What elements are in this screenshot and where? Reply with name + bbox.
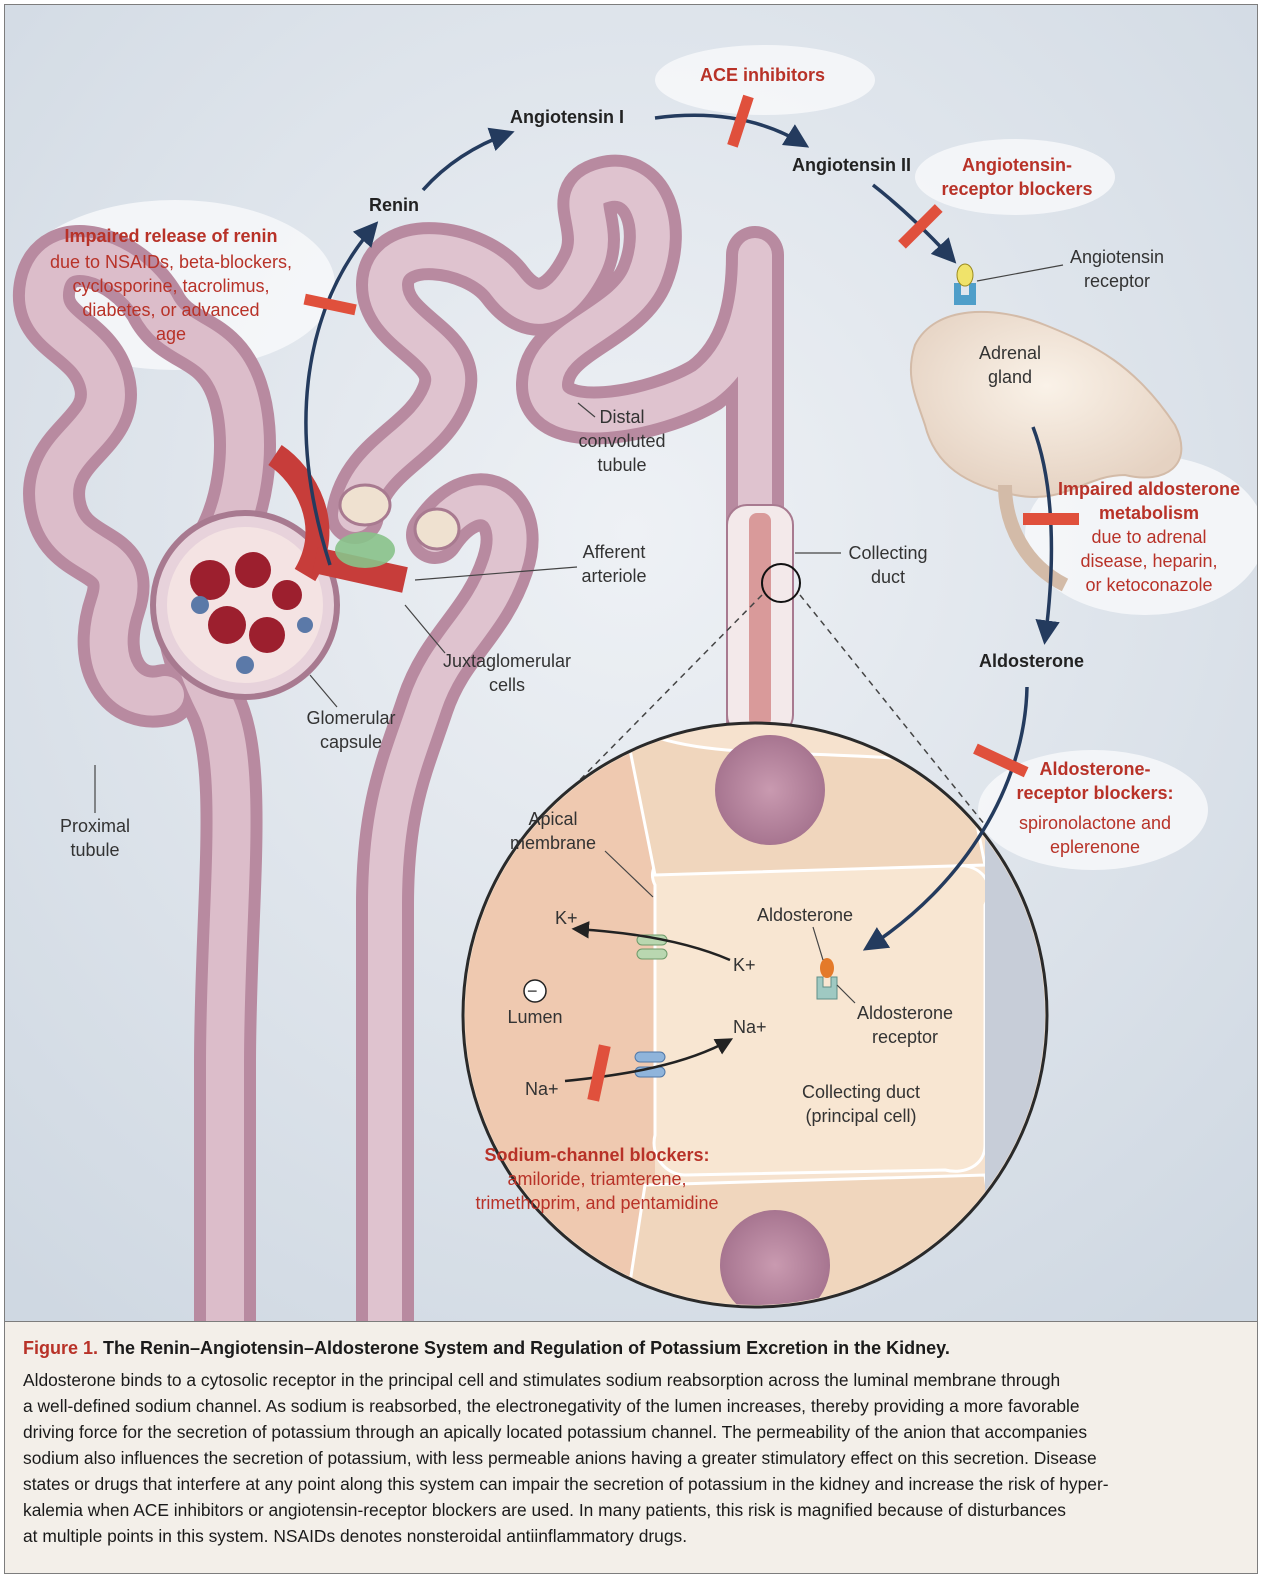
block-bar-ace (727, 94, 754, 148)
k-cell-label: K+ (733, 955, 756, 975)
sodium-channel-title: Sodium-channel blockers: (484, 1145, 709, 1165)
collecting-duct-label-2: duct (871, 567, 905, 587)
na-lumen-label: Na+ (525, 1079, 559, 1099)
arrow-k-secretion (571, 921, 731, 962)
na-cell-label: Na+ (733, 1017, 767, 1037)
proximal-tubule-label-1: Proximal (60, 816, 130, 836)
aldo-receptor-title-2: receptor blockers: (1016, 783, 1173, 803)
caption-line: sodium also influences the secretion of … (23, 1448, 1097, 1468)
caption-line: Aldosterone binds to a cytosolic recepto… (23, 1370, 1061, 1390)
cloud-ace (655, 45, 875, 115)
aldo-receptor-title-1: Aldosterone- (1039, 759, 1150, 779)
block-bar-aldo-receptor (973, 743, 1029, 778)
renin-release-detail-2: cyclosporine, tacrolimus, (72, 276, 269, 296)
juxtaglomerular-label-2: cells (489, 675, 525, 695)
principal-cell-label-2: (principal cell) (805, 1106, 916, 1126)
glomerular-capsule-label-1: Glomerular (306, 708, 395, 728)
renin-release-title: Impaired release of renin (64, 226, 277, 246)
angiotensin-2-label: Angiotensin II (792, 155, 911, 175)
illustration-panel: Angiotensin I Angiotensin II Renin Aldos… (4, 4, 1258, 1322)
juxtaglomerular-label-1: Juxtaglomerular (443, 651, 571, 671)
caption-line: at multiple points in this system. NSAID… (23, 1526, 688, 1546)
adrenal-gland-label-1: Adrenal (979, 343, 1041, 363)
zoom-line-left (564, 594, 763, 796)
glomerular-capsule-label-2: capsule (320, 732, 382, 752)
cloud-aldo-receptor (978, 750, 1208, 870)
adrenal-gland-label-2: gland (988, 367, 1032, 387)
arrow-na-reabsorption (564, 1038, 734, 1083)
caption-line: driving force for the secretion of potas… (23, 1422, 1088, 1442)
aldo-metabolism-detail-2: disease, heparin, (1080, 551, 1217, 571)
arrow-to-cell (862, 686, 1029, 951)
distal-tubule-label-3: tubule (597, 455, 646, 475)
sodium-channel-detail-2: trimethoprim, and pentamidine (475, 1193, 718, 1213)
renin-release-detail-3: diabetes, or advanced (82, 300, 259, 320)
caption-figure-label: Figure 1. (23, 1338, 99, 1358)
arb-label-line-2: receptor blockers (941, 179, 1092, 199)
sodium-channel-detail-1: amiloride, triamterene, (507, 1169, 686, 1189)
zoom-line-right (799, 594, 986, 826)
renin-label: Renin (369, 195, 419, 215)
collecting-duct-shape (726, 504, 801, 736)
arrow-renin-cycle (304, 221, 379, 566)
aldo-receptor-label-2: receptor (872, 1027, 938, 1047)
leader-lines (94, 264, 1064, 1004)
proximal-tubule-label-2: tubule (70, 840, 119, 860)
principal-cell-label-1: Collecting duct (802, 1082, 920, 1102)
nucleus-bottom (720, 1210, 830, 1305)
aldo-receptor-detail-1: spironolactone and (1019, 813, 1171, 833)
nucleus-top (715, 735, 825, 845)
arb-label-line-1: Angiotensin- (962, 155, 1072, 175)
cloud-aldo-metab (1025, 455, 1257, 615)
arrow-to-angiotensin-1 (421, 127, 515, 192)
caption-line: a well-defined sodium channel. As sodium… (23, 1396, 1080, 1416)
block-bars (303, 94, 1079, 1102)
apical-membrane-label-2: membrane (510, 833, 596, 853)
distal-tubule-label-1: Distal (599, 407, 644, 427)
aldosterone-receptor-shape (816, 958, 838, 1000)
aldo-metabolism-detail-1: due to adrenal (1091, 527, 1206, 547)
afferent-arteriole-label-1: Afferent (583, 542, 646, 562)
angiotensin-receptor-label-2: receptor (1084, 271, 1150, 291)
aldo-metabolism-title-1: Impaired aldosterone (1058, 479, 1240, 499)
zoom-cell-view (461, 721, 1049, 1309)
ace-inhibitors-label: ACE inhibitors (700, 65, 825, 85)
collecting-duct-label-1: Collecting (848, 543, 927, 563)
lumen-label: Lumen (507, 1007, 562, 1027)
aldo-receptor-label-1: Aldosterone (857, 1003, 953, 1023)
lumen-charge-sign: − (527, 981, 538, 1001)
block-bar-sodium (587, 1044, 611, 1102)
caption-title: The Renin–Angiotensin–Aldosterone System… (103, 1338, 950, 1358)
arrow-to-receptor (871, 183, 957, 264)
lumen-charge-circle (523, 979, 547, 1003)
arrow-to-aldosterone (1031, 426, 1060, 645)
cell-aldosterone-label: Aldosterone (757, 905, 853, 925)
figure-caption: Figure 1. The Renin–Angiotensin–Aldoster… (4, 1322, 1258, 1574)
caption-body: Aldosterone binds to a cytosolic recepto… (23, 1367, 1239, 1549)
afferent-arteriole-label-2: arteriole (581, 566, 646, 586)
diagram-svg: Angiotensin I Angiotensin II Renin Aldos… (5, 5, 1257, 1321)
angiotensin-1-label: Angiotensin I (510, 107, 624, 127)
aldo-receptor-detail-2: eplerenone (1050, 837, 1140, 857)
cloud-arb (915, 139, 1115, 215)
aldosterone-label: Aldosterone (979, 651, 1084, 671)
renin-release-detail-4: age (156, 324, 186, 344)
apical-membrane-label-1: Apical (528, 809, 577, 829)
aldo-metabolism-title-2: metabolism (1099, 503, 1199, 523)
renin-release-detail-1: due to NSAIDs, beta-blockers, (50, 252, 292, 272)
nephron-tubules (13, 154, 784, 1321)
caption-line: kalemia when ACE inhibitors or angiotens… (23, 1500, 1067, 1520)
distal-tubule-label-2: convoluted (578, 431, 665, 451)
angiotensin-receptor-shape (954, 263, 976, 305)
aldo-metabolism-detail-3: or ketoconazole (1085, 575, 1212, 595)
angiotensin-receptor-label-1: Angiotensin (1070, 247, 1164, 267)
k-lumen-label: K+ (555, 908, 578, 928)
caption-line: states or drugs that interfere at any po… (23, 1474, 1109, 1494)
caption-title-line: Figure 1. The Renin–Angiotensin–Aldoster… (23, 1338, 1239, 1359)
block-bar-aldo-metab (1023, 513, 1079, 525)
block-bar-renin (303, 293, 357, 316)
block-bar-arb (898, 204, 943, 249)
